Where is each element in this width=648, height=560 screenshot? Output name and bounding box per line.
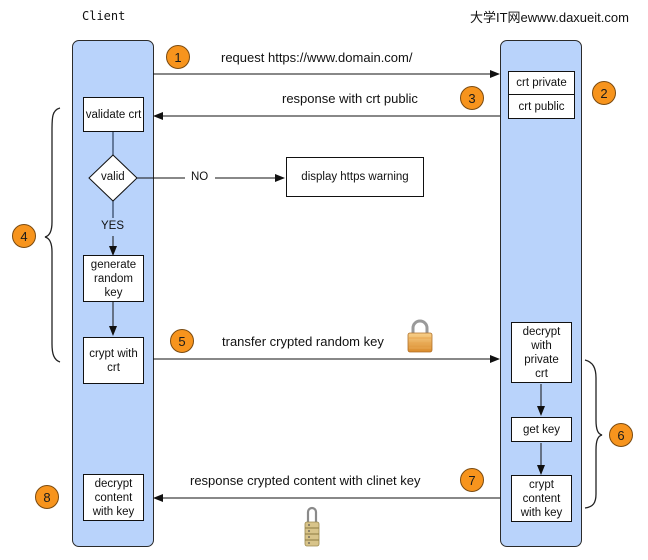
step-badge-6: 6 <box>609 423 633 447</box>
step-badge-7: 7 <box>460 468 484 492</box>
step-badge-2: 2 <box>592 81 616 105</box>
brace-step-6 <box>584 359 603 509</box>
step-badge-4: 4 <box>12 224 36 248</box>
crypt-with-crt-box: crypt with crt <box>83 337 144 384</box>
brace-step-4 <box>44 107 61 363</box>
watermark: 大学IT网ewww.daxueit.com <box>470 10 629 25</box>
step-badge-5: 5 <box>170 329 194 353</box>
valid-diamond <box>88 154 138 202</box>
yes-label: YES <box>101 220 125 232</box>
step-badge-3: 3 <box>460 86 484 110</box>
padlock-icon <box>407 319 433 353</box>
message-transfer-key: transfer crypted random key <box>222 334 384 349</box>
message-request: request https://www.domain.com/ <box>221 50 413 65</box>
step-badge-8: 8 <box>35 485 59 509</box>
decrypt-private-box: decrypt with private crt <box>511 322 572 383</box>
message-response-crt: response with crt public <box>282 91 418 106</box>
valid-label: valid <box>101 171 125 183</box>
client-label: Client <box>82 9 126 23</box>
no-label: NO <box>191 171 209 183</box>
crypt-content-box: crypt content with key <box>511 475 572 522</box>
crt-public-box: crt public <box>508 94 575 119</box>
generate-key-box: generate random key <box>83 255 144 302</box>
crt-private-box: crt private <box>508 71 575 95</box>
display-warning-box: display https warning <box>286 157 424 197</box>
get-key-box: get key <box>511 417 572 442</box>
validate-crt-box: validate crt <box>83 97 144 132</box>
message-response-content: response crypted content with clinet key <box>190 473 421 488</box>
step-badge-1: 1 <box>166 45 190 69</box>
decrypt-content-box: decrypt content with key <box>83 474 144 521</box>
combination-lock-icon <box>304 506 320 547</box>
